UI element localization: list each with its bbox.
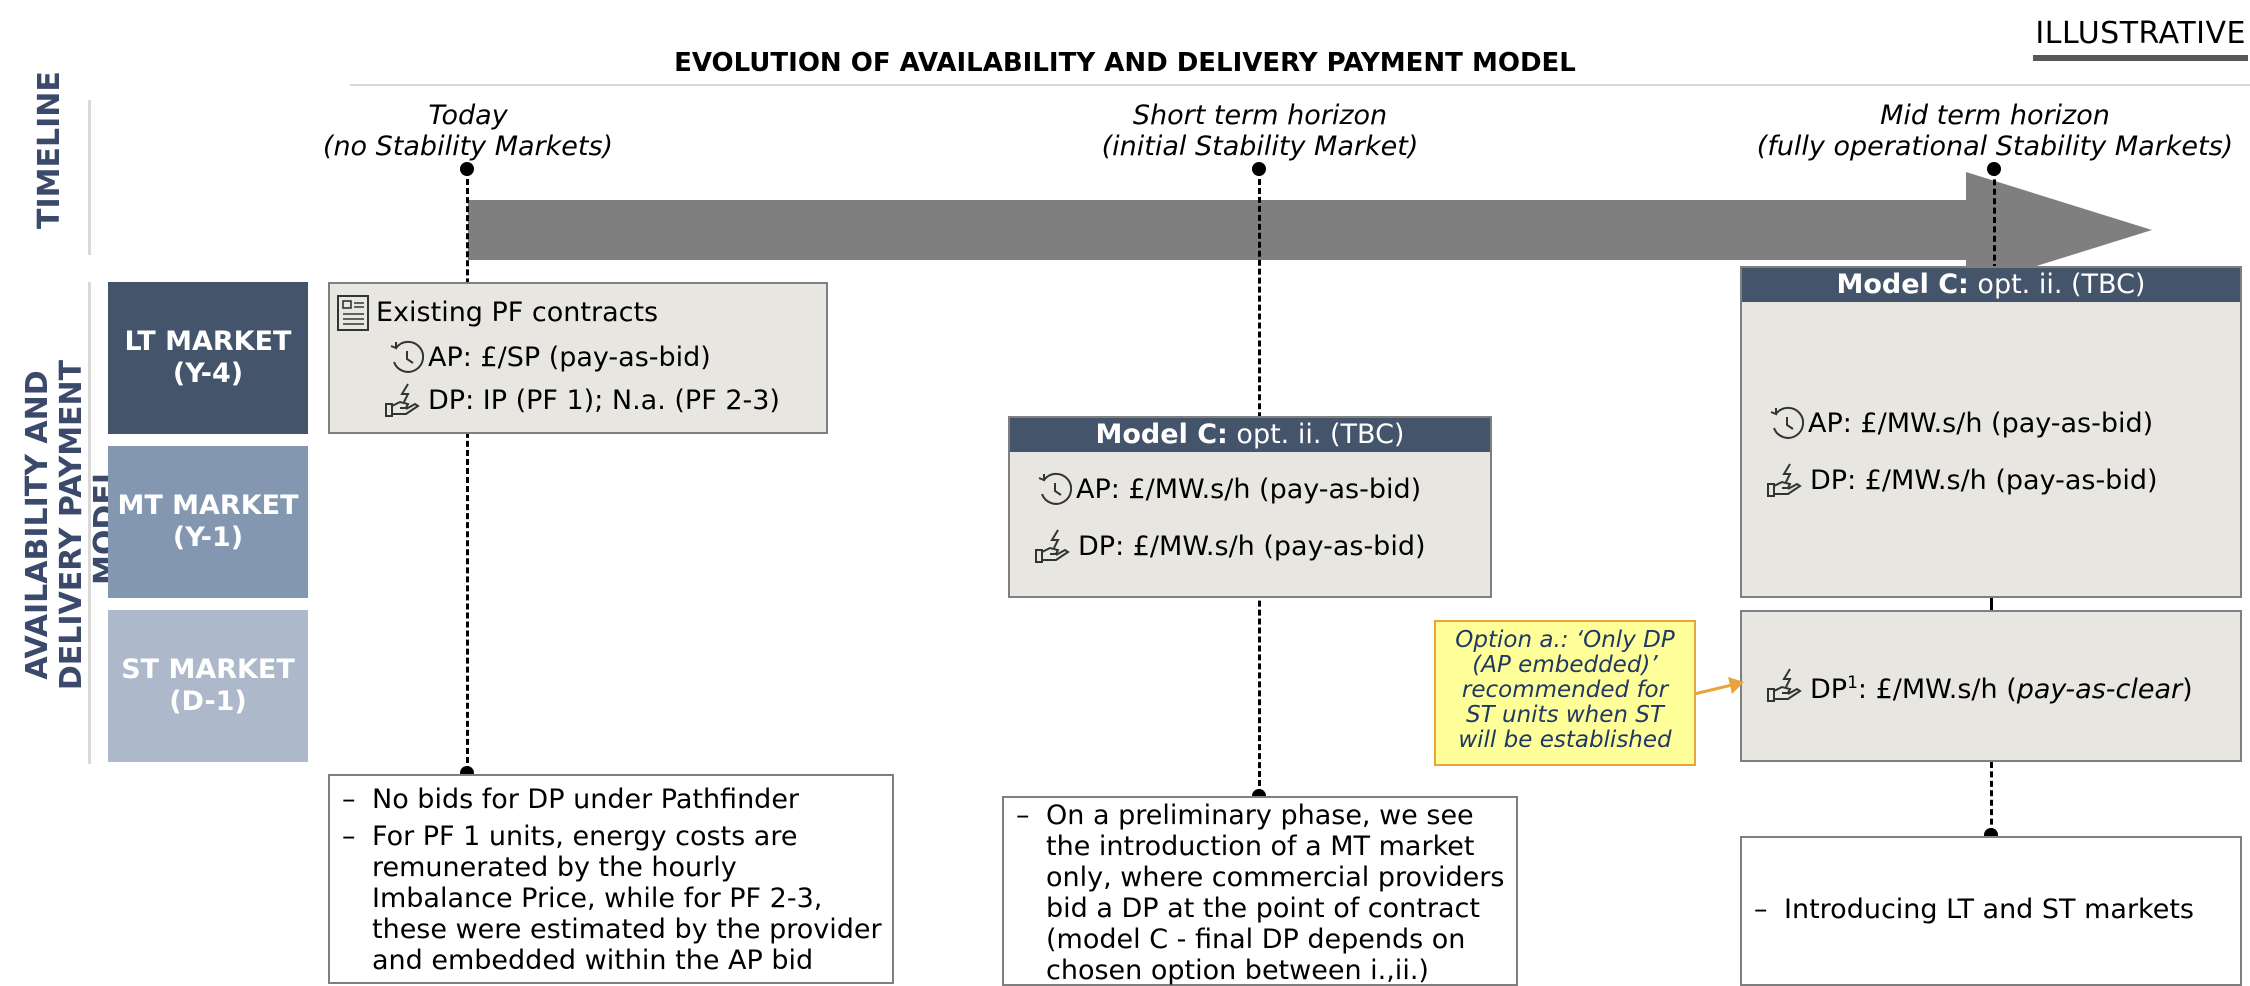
list-item: No bids for DP under Pathfinder [330,784,884,815]
option-note-arrow [1694,677,1744,696]
mid-term-notes: Introducing LT and ST markets [1740,836,2242,986]
box-title-line: Existing PF contracts [336,294,826,332]
ap-line: AP: £/MW.s/h (pay-as-bid) [1010,472,1490,508]
model-option: opt. ii. (TBC) [1227,419,1405,450]
today-top-dot [460,162,474,176]
short-term-model-box: Model C: opt. ii. (TBC) AP: £/MW.s/h (pa… [1008,416,1492,598]
clock-icon [390,340,424,373]
horizon-short-term: Short term horizon (initial Stability Ma… [1101,100,1419,162]
model-separator [88,282,91,764]
option-a-note: Option a.: ‘Only DP (AP embedded)’ recom… [1434,620,1696,766]
dp-text: DP: £/MW.s/h (pay-as-bid) [1810,465,2158,496]
dp-prefix: DP [1810,673,1848,705]
mid-term-model-box: Model C: opt. ii. (TBC) AP: £/MW.s/h (pa… [1740,266,2242,598]
clock-icon [1038,472,1072,505]
mid-dashed-connector [1990,598,1993,610]
dp-text: DP: IP (PF 1); N.a. (PF 2-3) [428,385,780,416]
mid-top-dot [1987,162,2001,176]
model-name: Model C: [1095,419,1228,450]
model-header: Model C: opt. ii. (TBC) [1742,268,2240,302]
timeline-separator [88,100,91,255]
page-title: EVOLUTION OF AVAILABILITY AND DELIVERY P… [674,48,1576,78]
footnote-marker: 1 [1847,672,1858,693]
model-name: Model C: [1836,269,1969,300]
hand-lightning-icon [1035,529,1069,563]
mid-dashed-lower [1990,762,1993,834]
clock-icon [1770,406,1804,439]
list-item: On a preliminary phase, we see the intro… [1004,800,1508,986]
dp-line: DP: £/MW.s/h (pay-as-bid) [1010,528,1490,566]
lt-market-row: LT MARKET (Y-4) [108,282,308,434]
horizon-today: Today (no Stability Markets) [322,100,614,162]
dp-line: DP1: £/MW.s/h (pay-as-clear) [1766,666,2193,707]
short-term-notes: On a preliminary phase, we see the intro… [1002,796,1518,986]
box-title: Existing PF contracts [376,297,659,328]
model-header: Model C: opt. ii. (TBC) [1010,418,1490,452]
mt-market-row: MT MARKET (Y-1) [108,446,308,598]
horizon-mid-term: Mid term horizon (fully operational Stab… [1756,100,2234,162]
short-top-dot [1252,162,1266,176]
list-item: For PF 1 units, energy costs are remuner… [330,821,884,976]
dp-unit: : £/MW.s/h ( [1857,673,2017,705]
dp-close: ) [2182,673,2193,705]
dp-text: DP1: £/MW.s/h (pay-as-clear) [1810,666,2193,707]
hand-lightning-icon [1767,463,1801,497]
mid-term-st-box: DP1: £/MW.s/h (pay-as-clear) [1740,610,2242,762]
st-market-row: ST MARKET (D-1) [108,610,308,762]
today-notes: No bids for DP under Pathfinder For PF 1… [328,774,894,984]
existing-pf-contracts-box: Existing PF contracts AP: £/SP (pay-as-b… [328,282,828,434]
timeline-arrow [468,200,1968,260]
document-icon [337,295,369,331]
hand-lightning-icon [385,383,419,417]
ap-line: AP: £/SP (pay-as-bid) [336,340,826,376]
mid-dashed-line [1993,170,1996,270]
today-dashed-line [466,170,469,772]
dp-text: DP: £/MW.s/h (pay-as-bid) [1078,531,1426,562]
ap-text: AP: £/SP (pay-as-bid) [428,342,711,373]
model-side-label: AVAILABILITY AND DELIVERY PAYMENT MODEL [20,359,123,691]
timeline-arrow-head [1966,172,2152,288]
model-option: opt. ii. (TBC) [1968,269,2146,300]
dp-pricing: pay-as-clear [2016,673,2183,705]
ap-text: AP: £/MW.s/h (pay-as-bid) [1076,474,1422,505]
dp-line: DP: IP (PF 1); N.a. (PF 2-3) [336,382,826,420]
hand-lightning-icon [1767,668,1801,702]
dp-line: DP: £/MW.s/h (pay-as-bid) [1742,462,2240,500]
ap-text: AP: £/MW.s/h (pay-as-bid) [1808,408,2154,439]
title-divider [350,84,2250,86]
ap-line: AP: £/MW.s/h (pay-as-bid) [1742,406,2240,442]
timeline-side-label: TIMELINE [32,71,67,229]
list-item: Introducing LT and ST markets [1742,894,2232,925]
illustrative-badge: ILLUSTRATIVE [2033,16,2248,61]
